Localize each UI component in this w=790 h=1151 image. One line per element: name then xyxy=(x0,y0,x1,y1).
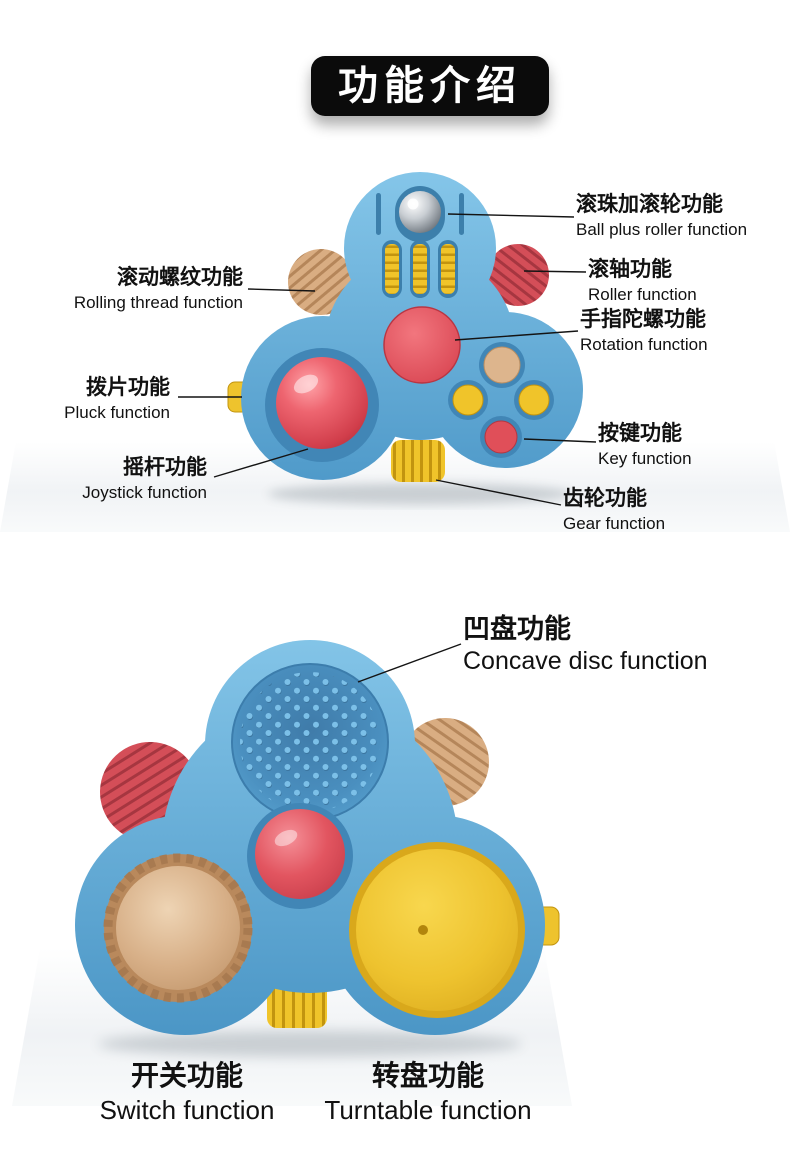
label-en: Roller function xyxy=(588,285,697,304)
label-en: Rotation function xyxy=(580,335,708,354)
label-en: Key function xyxy=(598,449,692,468)
joystick-ball xyxy=(276,357,368,449)
front-toy-shadow xyxy=(268,483,572,505)
label-zh: 手指陀螺功能 xyxy=(580,308,706,331)
label-en: Switch function xyxy=(99,1095,275,1125)
label-zh: 拨片功能 xyxy=(86,376,170,399)
callout-key: 按键功能 Key function xyxy=(598,420,692,470)
label-zh: 摇杆功能 xyxy=(123,456,207,479)
label-en: Rolling thread function xyxy=(73,293,243,312)
spinner-button xyxy=(383,306,461,384)
callout-rolling-thread: 滚动螺纹功能 Rolling thread function xyxy=(74,264,243,314)
front-toy-illustration xyxy=(227,172,583,505)
label-zh: 滚动螺纹功能 xyxy=(117,266,243,289)
page-title: 功能介绍 xyxy=(338,64,522,108)
slot-mark-right xyxy=(459,193,464,235)
label-zh: 开关功能 xyxy=(130,1060,243,1091)
label-zh: 按键功能 xyxy=(598,422,682,445)
label-en: Joystick function xyxy=(82,483,207,502)
label-zh: 转盘功能 xyxy=(371,1060,484,1091)
page-title-badge: 功能介绍 xyxy=(311,56,549,116)
callout-joystick: 摇杆功能 Joystick function xyxy=(82,454,207,504)
label-zh: 滚轴功能 xyxy=(588,258,672,281)
center-knob-highlight xyxy=(274,829,298,847)
back-toy-shadow xyxy=(98,1031,522,1057)
roller-bank xyxy=(382,240,458,298)
label-en: Turntable function xyxy=(324,1095,532,1125)
callout-ball-roller: 滚珠加滚轮功能 Ball plus roller function xyxy=(576,191,747,241)
ball-highlight xyxy=(407,198,419,210)
turntable-disc xyxy=(349,842,525,1018)
callout-concave-disc: 凹盘功能 Concave disc function xyxy=(463,612,708,677)
slot-mark-left xyxy=(376,193,381,235)
label-zh: 凹盘功能 xyxy=(463,614,571,644)
back-toy-illustration xyxy=(75,640,560,1057)
label-zh: 齿轮功能 xyxy=(563,487,647,510)
gear xyxy=(391,440,445,482)
label-en: Gear function xyxy=(563,514,666,533)
key-buttons xyxy=(448,342,554,458)
joystick-highlight xyxy=(293,374,319,394)
roller-grip xyxy=(487,244,549,306)
back-gear xyxy=(267,982,327,1028)
concave-disc-bumps xyxy=(240,672,380,812)
callout-rotation: 手指陀螺功能 Rotation function xyxy=(580,306,708,356)
label-zh: 滚珠加滚轮功能 xyxy=(576,193,723,216)
callout-gear: 齿轮功能 Gear function xyxy=(563,485,665,535)
switch-knob xyxy=(103,853,253,1003)
callout-switch: 开关功能 Switch function xyxy=(37,1058,337,1126)
callout-roller: 滚轴功能 Roller function xyxy=(588,256,697,306)
metal-ball xyxy=(399,191,441,233)
label-en: Ball plus roller function xyxy=(576,220,748,239)
label-en: Pluck function xyxy=(64,403,170,422)
callout-pluck: 拨片功能 Pluck function xyxy=(64,374,170,424)
label-en: Concave disc function xyxy=(463,647,708,675)
center-red-knob xyxy=(255,809,345,899)
callout-turntable: 转盘功能 Turntable function xyxy=(278,1058,578,1126)
